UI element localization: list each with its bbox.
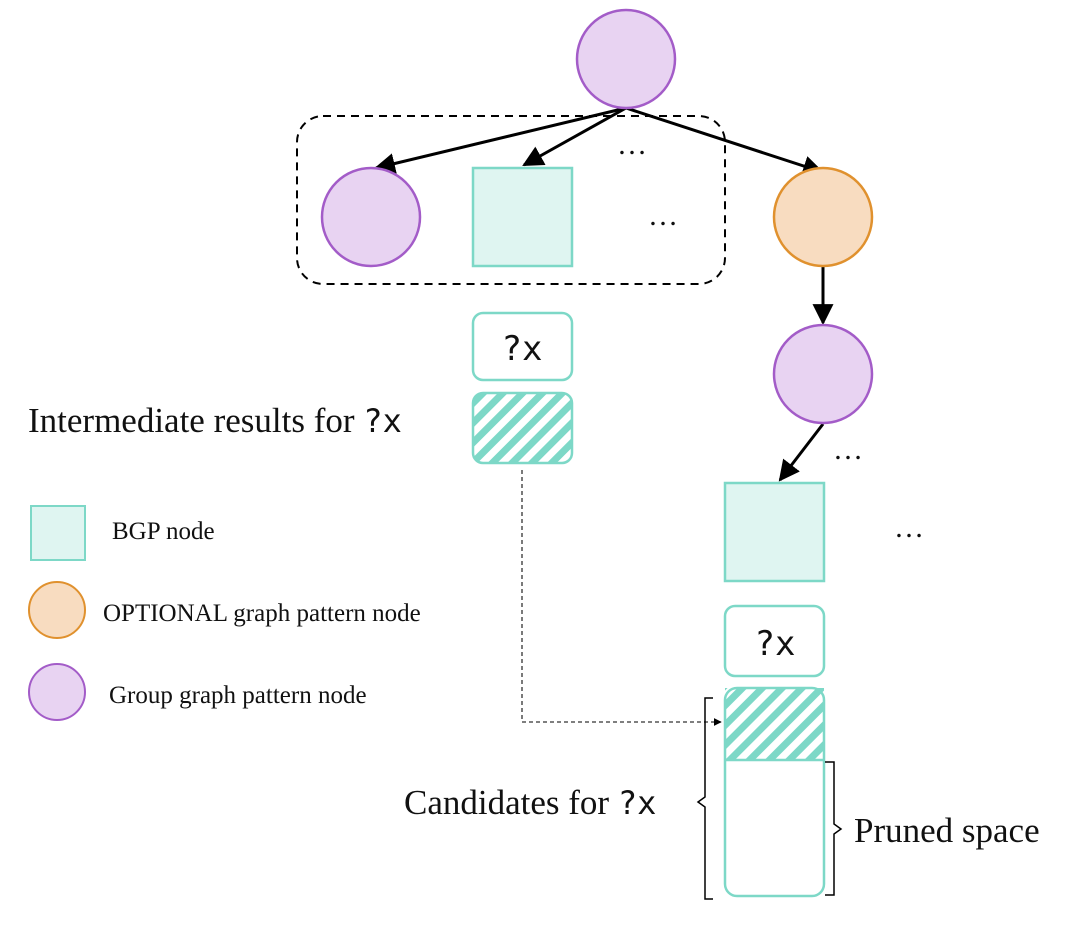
var-box-left [471,311,574,382]
optional-child-group-node [772,323,874,425]
root-group-node [575,8,677,110]
var-box-right [723,604,826,678]
edge-root-to-bgp [522,106,627,167]
pruned-space-bracket [825,761,843,896]
dashed-connector [521,470,722,726]
intermediate-results-box [471,391,574,465]
edge-group-to-bgp [778,423,825,482]
bgp-square-icon [30,505,86,561]
optional-node [772,166,874,268]
ellipsis-right: … [833,433,863,466]
optional-circle-icon [28,581,86,639]
group-circle-icon [28,663,86,721]
legend-optional-label: OPTIONAL graph pattern node [103,600,421,627]
subgroup-dashed-box [296,115,726,285]
candidates-box [723,686,826,898]
intermediate-results-label: Intermediate results for ?x [28,401,402,440]
var-label-left: ?x [502,329,543,369]
edge-root-to-optional [625,106,824,177]
var-label-right: ?x [755,624,796,664]
legend: BGP node OPTIONAL graph pattern node Gro… [28,505,421,721]
candidates-hatch [725,688,824,760]
ellipsis-top: … [617,128,647,161]
deep-bgp-node [723,481,826,583]
ellipsis-bgp: … [894,511,924,544]
legend-bgp-label: BGP node [112,518,215,545]
candidates-label: Candidates for ?x [404,783,656,822]
intermediate-results-hatch [473,393,572,463]
ellipsis-subgroup: … [648,199,678,232]
edge-root-to-group [373,106,627,174]
pruned-space-label: Pruned space [854,811,1040,850]
child-group-node [320,166,422,268]
candidates-bracket [696,697,713,900]
child-bgp-node [471,166,574,268]
legend-group-label: Group graph pattern node [109,682,367,709]
